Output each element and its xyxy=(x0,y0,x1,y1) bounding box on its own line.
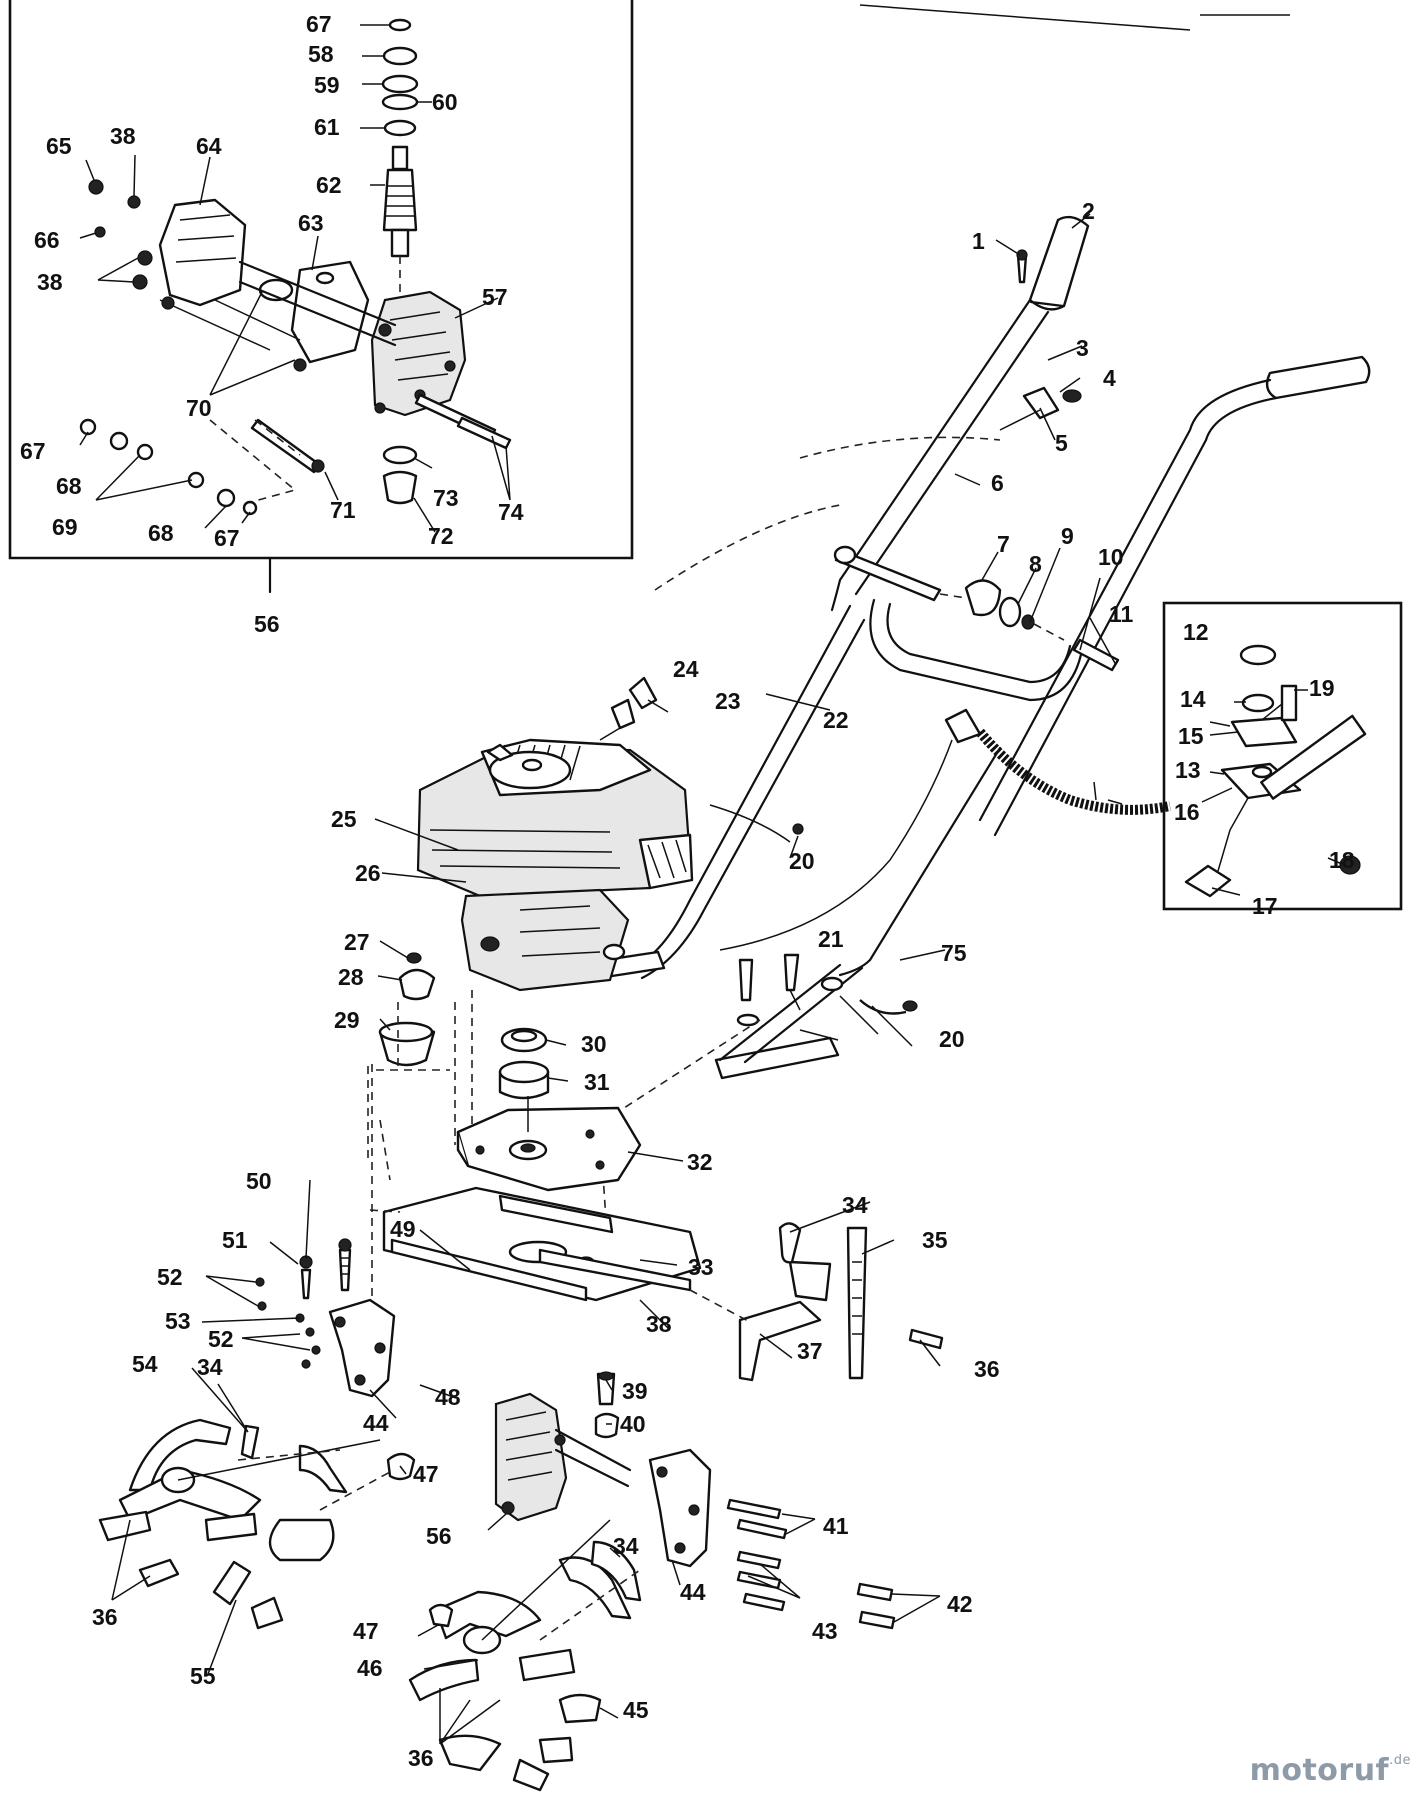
callout-42: 42 xyxy=(947,1591,973,1617)
callout-7: 7 xyxy=(997,531,1010,557)
callout-31: 31 xyxy=(584,1069,610,1095)
callout-20b: 20 xyxy=(939,1026,965,1052)
callout-9: 9 xyxy=(1061,523,1074,549)
callout-73: 73 xyxy=(433,485,459,511)
callout-13: 13 xyxy=(1175,757,1201,783)
callout-27: 27 xyxy=(344,929,370,955)
callout-5: 5 xyxy=(1055,430,1068,456)
callout-56: 56 xyxy=(254,611,280,637)
callout-43: 43 xyxy=(812,1618,838,1644)
callout-55: 55 xyxy=(190,1663,216,1689)
callout-6: 6 xyxy=(991,470,1004,496)
callout-75: 75 xyxy=(941,940,967,966)
callout-29: 29 xyxy=(334,1007,360,1033)
callout-8: 8 xyxy=(1029,551,1042,577)
callout-15: 15 xyxy=(1178,723,1204,749)
callout-74: 74 xyxy=(498,499,524,525)
callout-17: 17 xyxy=(1252,893,1278,919)
callout-38c: 38 xyxy=(37,269,63,295)
callout-56b: 56 xyxy=(426,1523,452,1549)
callout-labels: 1 2 3 4 5 6 7 8 9 10 11 12 13 14 15 16 1… xyxy=(20,11,1355,1771)
callout-45: 45 xyxy=(623,1697,649,1723)
callout-40: 40 xyxy=(620,1411,646,1437)
callout-12: 12 xyxy=(1183,619,1209,645)
callout-34b: 34 xyxy=(197,1354,223,1380)
callout-14: 14 xyxy=(1180,686,1206,712)
callout-62: 62 xyxy=(316,172,342,198)
callout-67c: 67 xyxy=(214,525,240,551)
callout-39: 39 xyxy=(622,1378,648,1404)
callout-70: 70 xyxy=(186,395,212,421)
handle-assembly xyxy=(589,4,1371,1131)
callout-51: 51 xyxy=(222,1227,248,1253)
callout-24: 24 xyxy=(673,656,699,682)
callout-30: 30 xyxy=(581,1031,607,1057)
callout-69: 69 xyxy=(52,514,78,540)
callout-53: 53 xyxy=(165,1308,191,1334)
callout-19: 19 xyxy=(1309,675,1335,701)
watermark-logo: motoruf.de xyxy=(1250,1753,1411,1788)
callout-38: 38 xyxy=(646,1311,672,1337)
callout-36: 36 xyxy=(974,1356,1000,1382)
callout-71: 71 xyxy=(330,497,356,523)
callout-33: 33 xyxy=(688,1254,714,1280)
callout-59: 59 xyxy=(314,72,340,98)
callout-49: 49 xyxy=(390,1216,416,1242)
callout-32: 32 xyxy=(687,1149,713,1175)
throttle-detail-inset xyxy=(1162,601,1403,911)
callout-67: 67 xyxy=(306,11,332,37)
callout-44: 44 xyxy=(363,1410,389,1436)
callout-66: 66 xyxy=(34,227,60,253)
callout-47: 47 xyxy=(413,1461,439,1487)
callout-36b: 36 xyxy=(92,1604,118,1630)
callout-52b: 52 xyxy=(208,1326,234,1352)
callout-54: 54 xyxy=(132,1351,158,1377)
callout-61: 61 xyxy=(314,114,340,140)
callout-23: 23 xyxy=(715,688,741,714)
callout-36c: 36 xyxy=(408,1745,434,1771)
callout-65: 65 xyxy=(46,133,72,159)
callout-52: 52 xyxy=(157,1264,183,1290)
callout-64: 64 xyxy=(196,133,222,159)
callout-2: 2 xyxy=(1082,198,1095,224)
callout-34: 34 xyxy=(842,1192,868,1218)
watermark-brand: motoruf xyxy=(1249,1753,1390,1788)
callout-10: 10 xyxy=(1098,544,1124,570)
callout-22: 22 xyxy=(823,707,849,733)
callout-18: 18 xyxy=(1329,847,1355,873)
callout-20: 20 xyxy=(789,848,815,874)
callout-16: 16 xyxy=(1174,799,1200,825)
callout-63: 63 xyxy=(298,210,324,236)
callout-37: 37 xyxy=(797,1338,823,1364)
callout-68: 68 xyxy=(56,473,82,499)
callout-3: 3 xyxy=(1076,335,1089,361)
callout-44b: 44 xyxy=(680,1579,706,1605)
callout-25: 25 xyxy=(331,806,357,832)
callout-72: 72 xyxy=(428,523,454,549)
callout-60: 60 xyxy=(432,89,458,115)
callout-50: 50 xyxy=(246,1168,272,1194)
watermark-tld: .de xyxy=(1389,1753,1411,1768)
callout-38b: 38 xyxy=(110,123,136,149)
callout-21: 21 xyxy=(818,926,844,952)
callout-1: 1 xyxy=(972,228,985,254)
callout-34c: 34 xyxy=(613,1533,639,1559)
callout-68b: 68 xyxy=(148,520,174,546)
engine-and-drive xyxy=(98,738,944,1792)
callout-41: 41 xyxy=(823,1513,849,1539)
callout-57: 57 xyxy=(482,284,508,310)
callout-48: 48 xyxy=(435,1384,461,1410)
gearbox-detail-inset xyxy=(8,0,634,594)
callout-26: 26 xyxy=(355,860,381,886)
callout-4: 4 xyxy=(1103,365,1116,391)
callout-58: 58 xyxy=(308,41,334,67)
callout-11: 11 xyxy=(1109,601,1134,627)
callout-46: 46 xyxy=(357,1655,383,1681)
callout-47b: 47 xyxy=(353,1618,379,1644)
callout-35: 35 xyxy=(922,1227,948,1253)
callout-67b: 67 xyxy=(20,438,46,464)
callout-28: 28 xyxy=(338,964,364,990)
